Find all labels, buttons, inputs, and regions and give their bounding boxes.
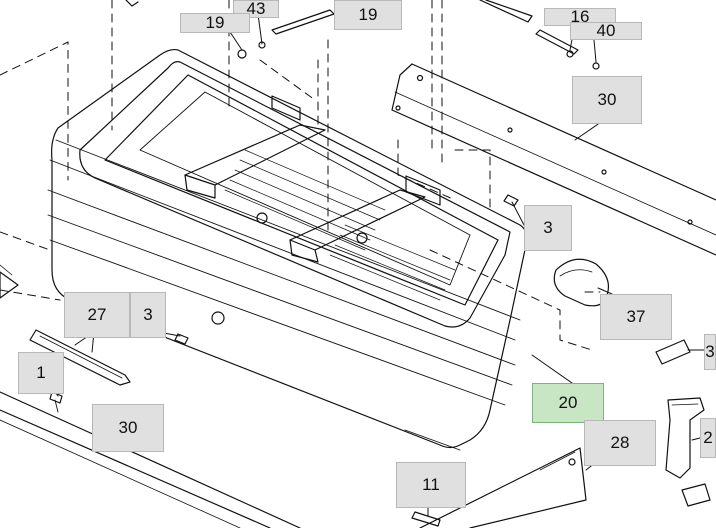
callout-20: 20 bbox=[532, 383, 604, 423]
bracket-28 bbox=[419, 447, 587, 528]
callout-11: 11 bbox=[396, 462, 466, 508]
rail-27 bbox=[0, 264, 131, 386]
side-panel-right bbox=[391, 63, 716, 256]
callout-16: 16 bbox=[544, 7, 616, 26]
hose-fitting bbox=[655, 339, 711, 507]
side-panel-left bbox=[0, 391, 301, 528]
callout-3: 3 bbox=[704, 334, 716, 370]
callout-37: 37 bbox=[600, 294, 672, 340]
callout-30: 30 bbox=[572, 76, 642, 124]
fasteners bbox=[49, 41, 600, 527]
callout-19: 19 bbox=[180, 13, 250, 33]
assembly-dash-lines bbox=[0, 0, 601, 351]
callout-3: 3 bbox=[524, 205, 572, 251]
callout-27: 27 bbox=[64, 292, 130, 338]
callout-3: 3 bbox=[130, 292, 166, 338]
callout-1: 1 bbox=[18, 352, 64, 394]
callout-2: 2 bbox=[700, 418, 716, 458]
callout-40: 40 bbox=[570, 21, 642, 40]
callout-28: 28 bbox=[584, 420, 656, 466]
tank-body bbox=[47, 48, 528, 451]
callout-30: 30 bbox=[92, 404, 164, 452]
callout-19: 19 bbox=[334, 0, 402, 30]
